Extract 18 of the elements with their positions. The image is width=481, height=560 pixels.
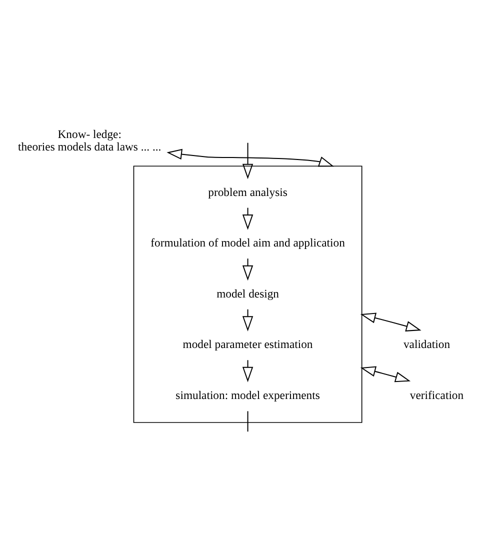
node-text: verification	[410, 388, 464, 402]
arrow	[242, 142, 254, 180]
arrow	[360, 312, 422, 332]
node-text: Know- ledge: theories models data laws ... ...	[18, 128, 162, 154]
node-text: simulation: model experiments	[176, 388, 320, 402]
connector	[247, 410, 248, 432]
node-text: problem analysis	[208, 186, 288, 199]
node-text: formulation of model aim and application	[150, 236, 345, 250]
arrow	[360, 366, 411, 382]
arrow	[166, 148, 334, 167]
arrow	[242, 308, 254, 332]
arrow	[242, 207, 254, 230]
arrow	[242, 360, 254, 382]
cluster	[133, 166, 362, 423]
node-text: model design	[216, 287, 279, 300]
arrow	[242, 258, 254, 281]
node-text: validation	[403, 338, 450, 352]
node-text: model parameter estimation	[182, 338, 313, 352]
